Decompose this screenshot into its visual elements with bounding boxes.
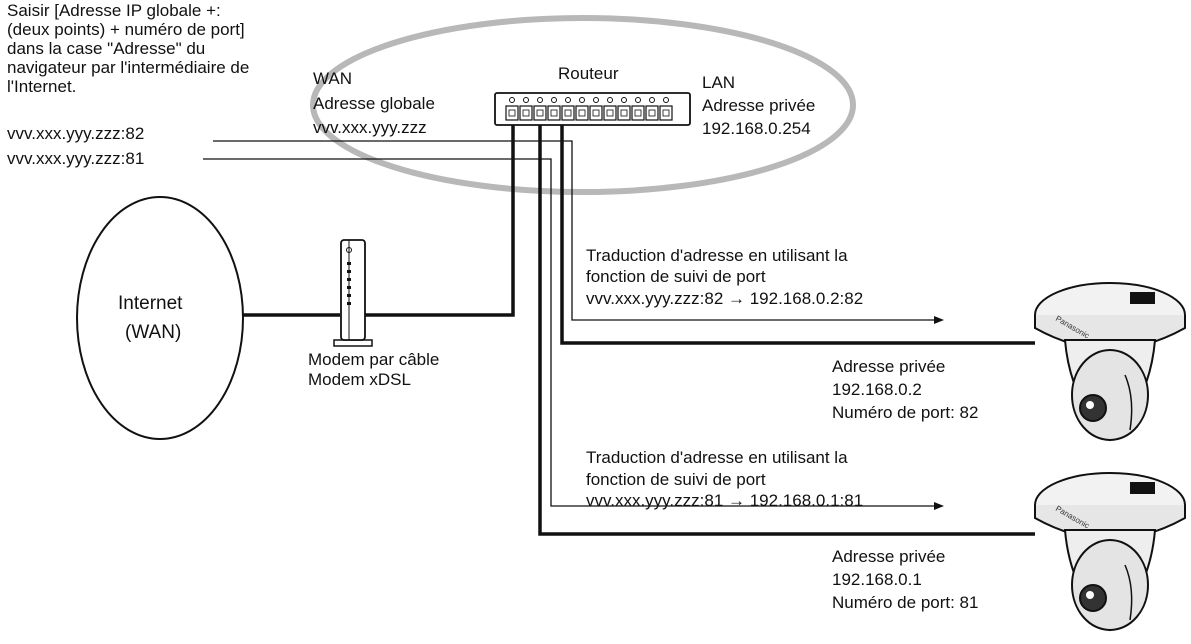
lan-address-label: Adresse privée [702,96,815,116]
modem-label-2: Modem xDSL [308,370,411,390]
wan-address: vvv.xxx.yyy.zzz [313,118,427,138]
translation-82-line-2: fonction de suivi de port [586,267,766,287]
url-82-label: vvv.xxx.yyy.zzz:82 [7,124,146,144]
translation-81-line-1: Traduction d'adresse en utilisant la [586,448,848,468]
translation-81-line-3: vvv.xxx.yyy.zzz:81 → 192.168.0.1:81 [586,491,863,511]
instruction-line-1: Saisir [Adresse IP globale +: [7,1,221,21]
modem-label-1: Modem par câble [308,350,439,370]
internet-wan-label: (WAN) [125,323,181,343]
wan-address-label: Adresse globale [313,94,435,114]
translation-81-line-2: fonction de suivi de port [586,470,766,490]
router [495,93,690,125]
instruction-line-3: dans la case "Adresse" du [7,39,205,59]
modem-icon [334,240,372,346]
camera-81-label-1: Adresse privée [832,547,945,567]
arrow-81 [934,502,944,510]
lan-address: 192.168.0.254 [702,119,811,139]
camera-81-label-2: 192.168.0.1 [832,570,922,590]
translation-82-line-1: Traduction d'adresse en utilisant la [586,246,848,266]
router-label: Routeur [558,64,618,84]
url-81-label: vvv.xxx.yyy.zzz:81 [7,149,146,169]
camera-82-label-3: Numéro de port: 82 [832,403,978,423]
internet-ellipse [77,197,243,439]
lan-title: LAN [702,73,735,93]
camera-82-label-2: 192.168.0.2 [832,380,922,400]
wan-title: WAN [313,69,352,89]
camera-port-82-icon: Panasonic [1035,283,1185,440]
camera-81-label-3: Numéro de port: 81 [832,593,978,613]
camera-82-label-1: Adresse privée [832,357,945,377]
modem-to-router-cable [365,115,513,315]
translation-82-line-3: vvv.xxx.yyy.zzz:82 → 192.168.0.2:82 [586,289,863,309]
camera-port-81-icon: Panasonic [1035,473,1185,630]
internet-label: Internet [118,294,182,314]
instruction-line-2: (deux points) + numéro de port] [7,20,245,40]
arrow-82 [934,316,944,324]
instruction-line-4: navigateur par l'intermédiaire de [7,58,249,78]
instruction-line-5: l'Internet. [7,77,76,97]
